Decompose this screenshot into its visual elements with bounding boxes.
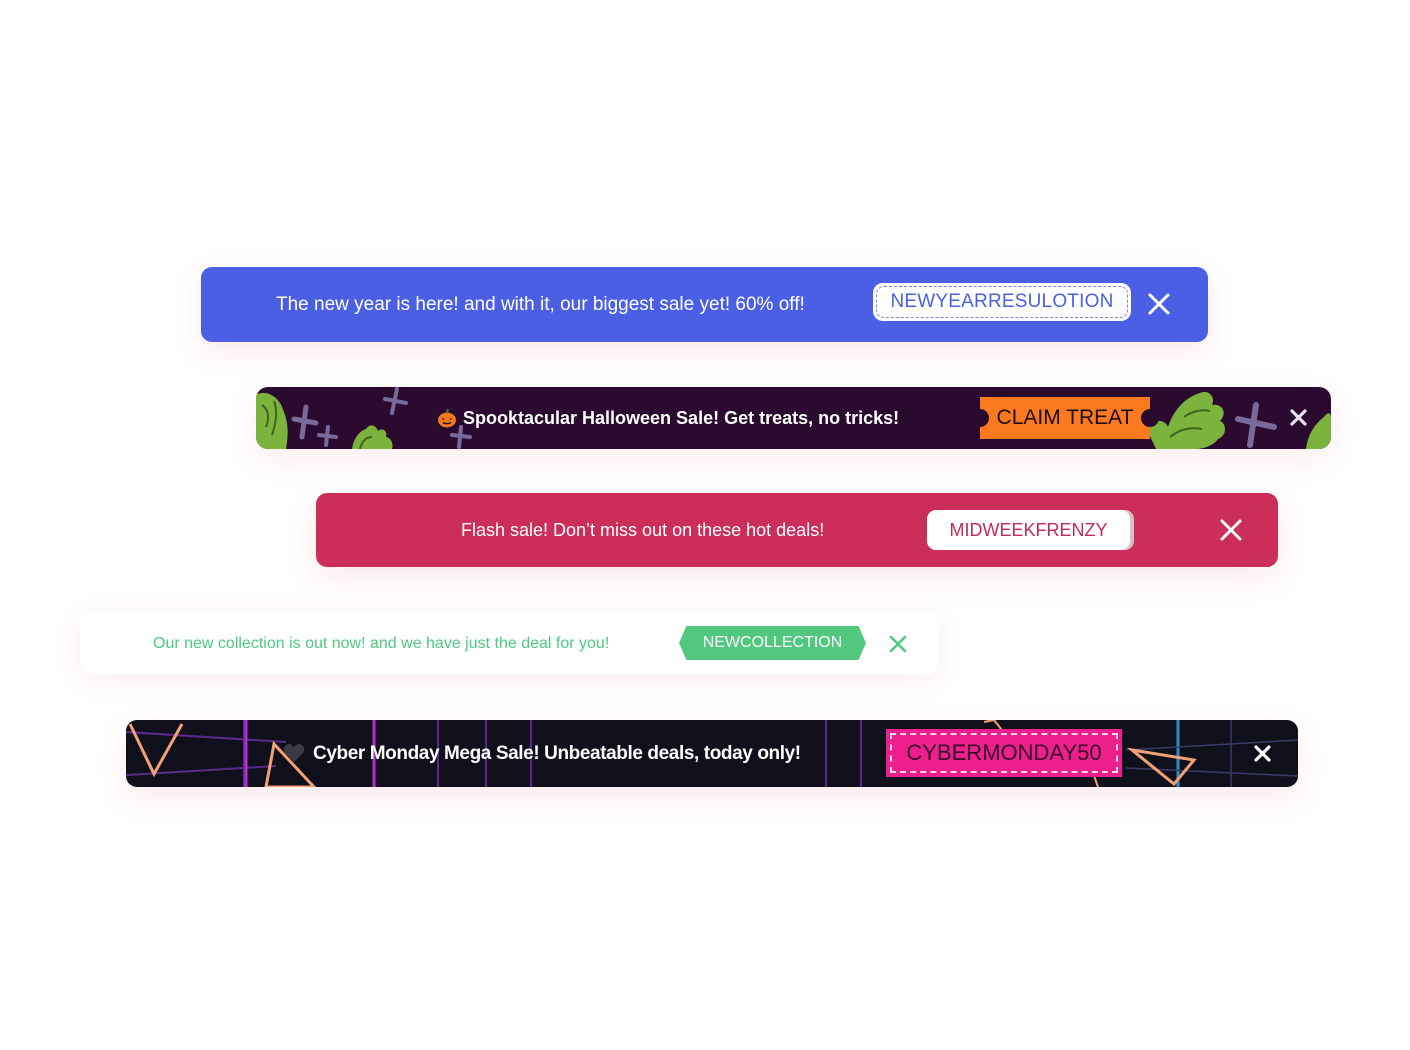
close-icon[interactable] bbox=[1253, 744, 1272, 763]
cross-icon bbox=[383, 387, 408, 415]
flash-sale-message: Flash sale! Don’t miss out on these hot … bbox=[461, 520, 825, 540]
cyber-monday-coupon-code[interactable]: CYBERMONDAY50 bbox=[886, 729, 1122, 777]
halloween-banner: Spooktacular Halloween Sale! Get treats,… bbox=[256, 387, 1331, 449]
halloween-message: Spooktacular Halloween Sale! Get treats,… bbox=[463, 408, 900, 428]
flash-sale-coupon-code[interactable]: MIDWEEKFRENZY bbox=[927, 510, 1130, 550]
claim-treat-button[interactable]: CLAIM TREAT bbox=[971, 397, 1159, 439]
triangle-icon bbox=[264, 740, 317, 787]
new-collection-coupon-code[interactable]: NEWCOLLECTION bbox=[679, 626, 866, 660]
cyber-monday-banner: Cyber Monday Mega Sale! Unbeatable deals… bbox=[126, 720, 1298, 787]
new-year-message: The new year is here! and with it, our b… bbox=[276, 294, 805, 315]
triangle-icon bbox=[128, 723, 184, 778]
cyber-grid-decoration bbox=[126, 720, 1298, 787]
halloween-decoration bbox=[256, 387, 1331, 449]
flash-sale-banner: Flash sale! Don’t miss out on these hot … bbox=[316, 493, 1278, 567]
new-collection-banner: Our new collection is out now! and we ha… bbox=[80, 612, 939, 675]
zombie-hand-far-right-icon bbox=[1306, 413, 1331, 449]
zombie-hand-left-icon bbox=[256, 392, 288, 449]
cross-icon bbox=[317, 425, 338, 447]
close-icon[interactable] bbox=[888, 634, 908, 654]
heart-icon bbox=[283, 744, 305, 762]
close-icon[interactable] bbox=[1219, 518, 1243, 542]
cross-icon bbox=[1235, 402, 1277, 448]
cross-icon bbox=[291, 404, 319, 440]
cross-icon bbox=[450, 425, 472, 449]
new-year-banner: The new year is here! and with it, our b… bbox=[201, 267, 1208, 342]
triangle-icon bbox=[983, 720, 1003, 731]
triangle-icon bbox=[1126, 747, 1197, 787]
close-icon[interactable] bbox=[1145, 290, 1173, 318]
zombie-hand-small-icon bbox=[352, 425, 393, 449]
close-icon[interactable] bbox=[1289, 408, 1308, 427]
cyber-monday-message: Cyber Monday Mega Sale! Unbeatable deals… bbox=[313, 743, 801, 764]
new-year-coupon-code[interactable]: NEWYEARRESULOTION bbox=[873, 283, 1131, 321]
pumpkin-icon bbox=[438, 408, 456, 428]
new-collection-message: Our new collection is out now! and we ha… bbox=[153, 635, 610, 652]
zombie-hand-right-icon bbox=[1146, 391, 1225, 449]
